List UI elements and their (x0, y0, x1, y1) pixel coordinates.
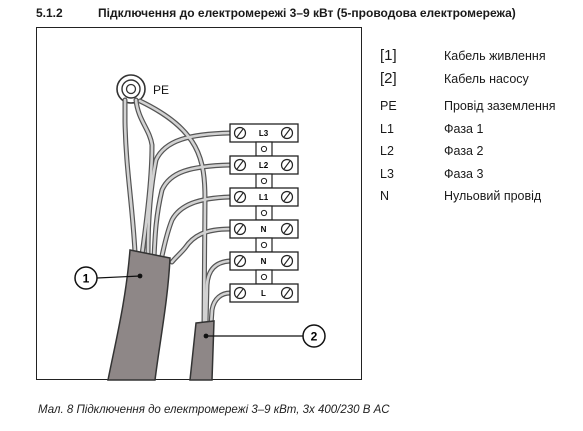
legend-code: N (380, 189, 390, 204)
callout-1-label: 1 (83, 272, 90, 286)
legend-desc: Провід заземлення (444, 99, 556, 114)
callout-2: 2 (203, 324, 326, 348)
terminal-label: N (261, 225, 267, 234)
terminal-label: L1 (259, 193, 269, 202)
legend-row: L3 Фаза 3 (380, 163, 556, 186)
legend-row: L1 Фаза 1 (380, 118, 556, 141)
wires (122, 97, 233, 328)
legend-desc: Кабель насосу (444, 71, 529, 86)
legend-row: PE Провід заземлення (380, 95, 556, 118)
terminal-label: L2 (259, 161, 269, 170)
section-heading: 5.1.2 Підключення до електромережі 3–9 кВ… (36, 6, 516, 20)
legend-code: [1] (380, 47, 397, 64)
callout-2-label: 2 (311, 330, 318, 344)
terminal-label: L3 (259, 129, 269, 138)
terminal-row-6: L (229, 283, 299, 303)
ground-label: PE (153, 83, 169, 97)
power-cable-jacket (107, 249, 171, 381)
section-number: 5.1.2 (36, 6, 63, 20)
legend-desc: Нульовий провід (444, 189, 542, 204)
legend-desc: Фаза 2 (444, 144, 484, 159)
terminal-row-4: N (229, 219, 299, 239)
legend-code: [2] (380, 70, 397, 87)
legend-row: [2] Кабель насосу (380, 67, 556, 90)
terminal-row-3: L1 (229, 187, 299, 207)
legend-row: [1] Кабель живлення (380, 44, 556, 67)
legend-code: L2 (380, 144, 394, 159)
terminal-row-1: L3 (229, 123, 299, 143)
terminal-block: L3 L2 L1 N N (229, 123, 299, 303)
callout-1: 1 (74, 266, 143, 290)
terminal-row-2: L2 (229, 155, 299, 175)
legend-code: L1 (380, 121, 394, 136)
legend-desc: Кабель живлення (444, 48, 546, 63)
section-title: Підключення до електромережі 3–9 кВт (5-… (98, 6, 516, 20)
legend-desc: Фаза 3 (444, 166, 484, 181)
legend-code: PE (380, 99, 397, 114)
pump-cable-jacket (189, 320, 215, 381)
legend-row: N Нульовий провід (380, 185, 556, 208)
legend-desc: Фаза 1 (444, 121, 484, 136)
legend: [1] Кабель живлення [2] Кабель насосу PE… (380, 44, 556, 208)
terminal-row-5: N (229, 251, 299, 271)
legend-code: L3 (380, 166, 394, 181)
legend-row: L2 Фаза 2 (380, 140, 556, 163)
figure-caption: Мал. 8 Підключення до електромережі 3–9 … (38, 404, 390, 416)
terminal-label: N (261, 257, 267, 266)
terminal-label: L (261, 289, 266, 298)
ground-stud-icon (116, 74, 146, 104)
